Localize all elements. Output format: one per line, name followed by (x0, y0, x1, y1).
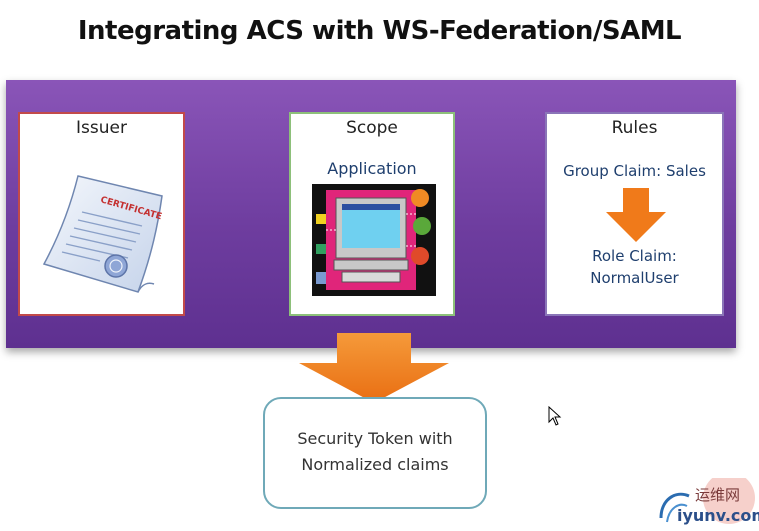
rules-panel: Rules Group Claim: Sales Role Claim: Nor… (545, 112, 724, 316)
token-line2: Normalized claims (301, 455, 449, 474)
scope-title: Scope (346, 118, 398, 138)
issuer-panel: Issuer CERTIFICATE (18, 112, 185, 316)
security-token-box: Security Token with Normalized claims (263, 397, 487, 509)
watermark-line2: iyunv.com (677, 506, 759, 525)
down-arrow-icon (299, 333, 449, 403)
scope-subtitle: Application (327, 159, 417, 178)
mouse-cursor-icon (548, 406, 562, 426)
computer-application-icon (312, 184, 436, 296)
certificate-icon: CERTIFICATE (42, 175, 163, 293)
down-arrow-icon (606, 188, 666, 242)
token-line1: Security Token with (297, 429, 453, 448)
issuer-title: Issuer (76, 118, 127, 138)
rules-title: Rules (611, 118, 658, 138)
scope-panel: Scope Application (289, 112, 455, 316)
output-claim-line1: Role Claim: (592, 247, 677, 265)
watermark-line1: 运维网 (695, 486, 741, 504)
output-claim-line2: NormalUser (590, 269, 679, 287)
watermark-logo: 运维网 iyunv.com (655, 478, 759, 531)
input-claim-label: Group Claim: Sales (563, 162, 706, 180)
watermark-swirl-icon (659, 478, 755, 524)
page-title: Integrating ACS with WS-Federation/SAML (77, 16, 682, 46)
